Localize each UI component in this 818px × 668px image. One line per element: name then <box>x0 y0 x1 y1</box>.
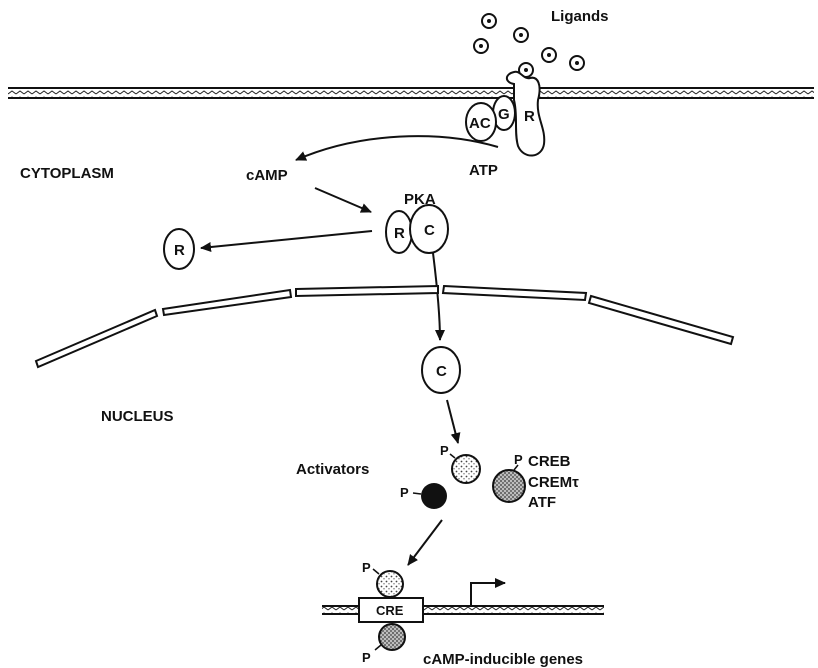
receptor <box>505 70 546 157</box>
nucleus-label: NUCLEUS <box>101 408 174 425</box>
camp-label: cAMP <box>246 167 288 184</box>
cytoplasm-label: CYTOPLASM <box>20 165 114 182</box>
bound-activator-bottom: P <box>362 623 406 665</box>
camp-to-pka-arrow <box>314 187 372 213</box>
nuclear-envelope <box>34 284 735 369</box>
ligand-group <box>473 13 585 78</box>
pka-catalytic-subunit <box>409 204 449 254</box>
pka-holoenzyme: R C <box>385 204 449 254</box>
pka-catalytic-label: C <box>424 222 435 239</box>
free-regulatory-label: R <box>174 242 185 259</box>
adenylyl-cyclase <box>465 102 497 142</box>
phospho-label: P <box>514 452 523 467</box>
phospho-label: P <box>362 650 371 665</box>
atf-label: ATF <box>528 494 556 511</box>
release-regulatory-arrow <box>200 230 373 252</box>
activators-label: Activators <box>296 461 369 478</box>
atp-label: ATP <box>469 162 498 179</box>
atp-to-camp-arrow <box>295 135 499 161</box>
ligands-label: Ligands <box>551 8 609 25</box>
phospho-label: P <box>400 485 409 500</box>
adenylyl-cyclase-label: AC <box>469 115 491 132</box>
plasma-membrane <box>8 87 814 99</box>
transcription-start-arrow <box>470 578 506 606</box>
phospho-label: P <box>440 443 449 458</box>
pka-regulatory-label: R <box>394 225 405 242</box>
bound-activator-top: P <box>362 560 404 598</box>
pka-label: PKA <box>404 191 436 208</box>
cre-label: CRE <box>376 603 404 618</box>
receptor-label: R <box>524 108 535 125</box>
nuclear-catalytic-subunit <box>421 346 461 394</box>
binding-arrow <box>407 519 443 566</box>
phosphorylation-arrow <box>446 399 461 444</box>
creb-label: CREB <box>528 453 571 470</box>
cre-element <box>358 597 424 623</box>
receptor-complex: R G AC <box>465 70 546 157</box>
crem-label: CREMτ <box>528 474 579 491</box>
activator-creb: P <box>440 443 481 484</box>
phospho-label: P <box>362 560 371 575</box>
g-protein-label: G <box>498 106 510 123</box>
nuclear-catalytic-label: C <box>436 363 447 380</box>
genes-label: cAMP-inducible genes <box>423 651 583 668</box>
activator-atf: P <box>400 483 447 509</box>
activator-crem: P <box>492 452 526 503</box>
catalytic-translocation-arrow <box>432 252 445 341</box>
free-regulatory-subunit <box>163 228 195 270</box>
